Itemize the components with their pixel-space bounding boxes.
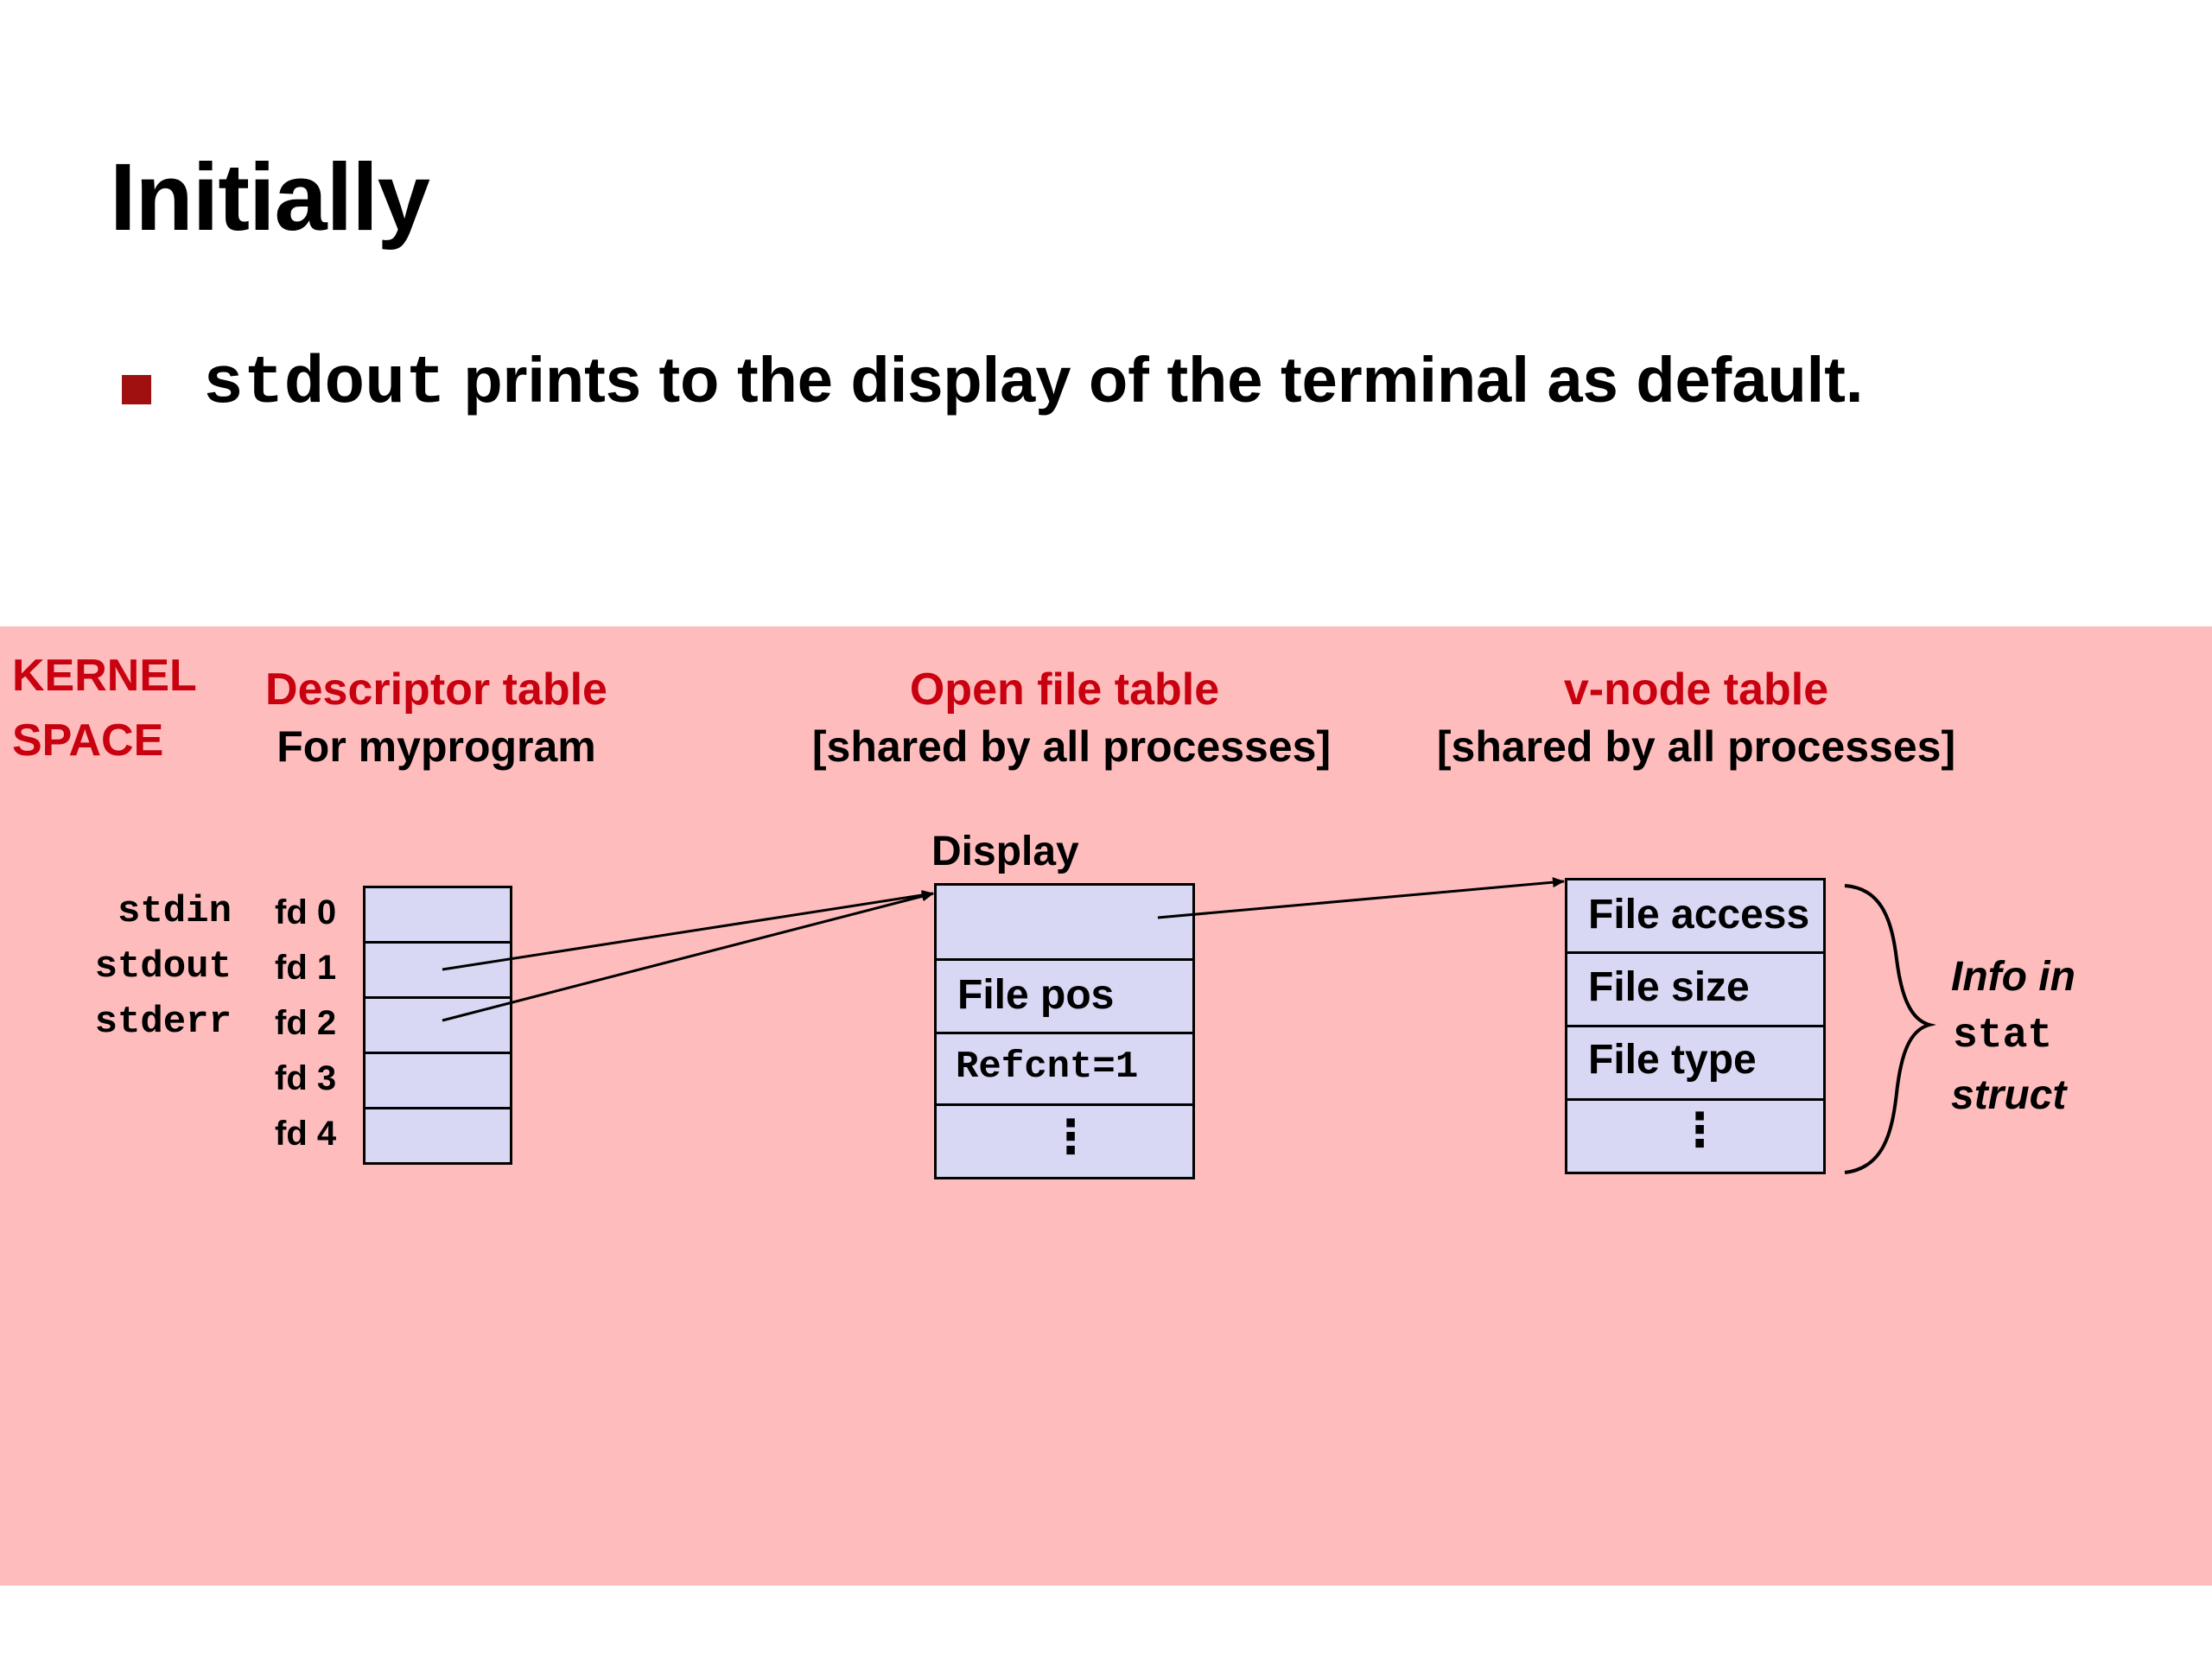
fd0-cell (363, 886, 512, 944)
fd2-to-display-arrow (442, 891, 934, 1022)
vnode-ellipsis: ⋮ (1676, 1104, 1723, 1156)
file-access-label: File access (1588, 892, 1810, 938)
fd1-to-display-arrow (442, 890, 934, 971)
open-file-ellipsis-cell (934, 1103, 1195, 1179)
file-access-cell (1565, 878, 1826, 954)
fd4-cell (363, 1107, 512, 1165)
kernel-label-line1: KERNEL (12, 651, 197, 701)
kernel-label-line2: SPACE (12, 715, 164, 766)
fd1-label: fd 1 (275, 949, 337, 987)
fd4-label: fd 4 (275, 1115, 337, 1153)
vnode-ellipsis-cell (1565, 1098, 1826, 1174)
bullet-text: stdout prints to the display of the term… (203, 343, 1863, 423)
open-file-ellipsis: ⋮ (1047, 1111, 1094, 1163)
display-entry-label: Display (931, 829, 1079, 874)
slide-title: Initially (110, 144, 430, 251)
vnode-table-title: v-node table (1563, 664, 1829, 715)
info-label-line1: Info in (1951, 954, 2075, 1000)
descriptor-table-title: Descriptor table (265, 664, 607, 715)
file-type-label: File type (1588, 1037, 1757, 1083)
file-pos-cell (934, 958, 1195, 1034)
info-label-line3: struct (1951, 1072, 2067, 1118)
stat-brace (1844, 884, 1936, 1174)
file-pos-label: File pos (957, 972, 1115, 1018)
fd2-label: fd 2 (275, 1004, 337, 1042)
bullet-body: prints to the display of the terminal as… (445, 344, 1864, 416)
info-label-line2: stat (1953, 1013, 2053, 1059)
file-size-label: File size (1588, 964, 1750, 1010)
fd2-cell (363, 996, 512, 1054)
bullet-code: stdout (203, 346, 446, 423)
fd3-label: fd 3 (275, 1059, 337, 1097)
stdout-label: stdout (94, 945, 232, 988)
open-file-top-cell (934, 883, 1195, 961)
display-to-vnode-arrow (1157, 877, 1565, 919)
square-bullet-icon (122, 375, 151, 404)
descriptor-table-subtitle: For myprogram (276, 722, 596, 771)
vnode-table-subtitle: [shared by all processes] (1436, 722, 1956, 771)
file-size-cell (1565, 951, 1826, 1027)
stdin-label: stdin (117, 890, 232, 933)
stderr-label: stderr (94, 1001, 232, 1044)
fd0-label: fd 0 (275, 893, 337, 931)
refcnt-label: Refcnt=1 (956, 1046, 1139, 1089)
fd3-cell (363, 1052, 512, 1109)
open-file-table-subtitle: [shared by all processes] (811, 722, 1332, 771)
open-file-table-title: Open file table (909, 664, 1220, 715)
